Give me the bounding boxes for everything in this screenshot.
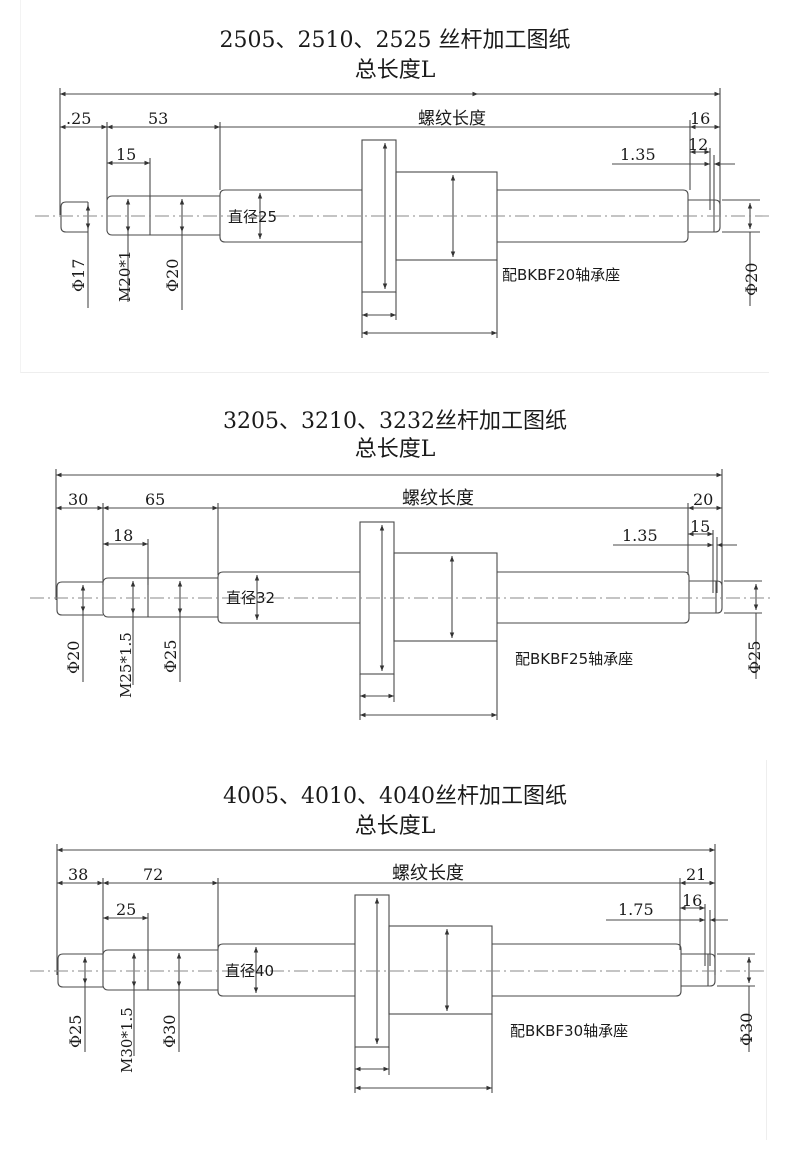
dim-groove: 1.35: [620, 145, 656, 164]
dim-journal-length: 53: [148, 109, 168, 128]
total-length-label: 总长度L: [354, 814, 436, 839]
bearing-note: 配BKBF30轴承座: [510, 1022, 628, 1040]
bearing-note: 配BKBF20轴承座: [502, 266, 620, 284]
dia-right-end: Φ30: [737, 1013, 756, 1046]
drawing-4005-4010-4040: 4005、4010、4040丝杆加工图纸 总长度L: [0, 760, 790, 1168]
ball-screw-drawing: .25 53 15 螺纹长度 16 12 1.35 直径25 配BKBF20轴承…: [35, 88, 770, 338]
drawing-frame: [766, 760, 767, 1140]
total-length-label: 总长度L: [354, 58, 436, 83]
dia-end: Φ25: [66, 1015, 85, 1048]
dim-thread-seg-length: 15: [116, 145, 136, 164]
dim-thread-seg-length: 18: [113, 526, 133, 545]
dia-journal: Φ25: [161, 640, 180, 673]
drawing-3205-3210-3232: 3205、3210、3232丝杆加工图纸 总长度L: [0, 385, 790, 760]
dia-end: Φ20: [64, 641, 83, 674]
thread-length-label: 螺纹长度: [418, 109, 486, 129]
dia-thread: M30*1.5: [118, 1007, 136, 1073]
thread-length-label: 螺纹长度: [392, 863, 464, 884]
dia-thread: M20*1: [116, 251, 134, 303]
dia-right-end: Φ20: [742, 263, 761, 296]
dim-seat-length: 16: [682, 891, 702, 910]
dim-right-end-length: 16: [690, 109, 710, 128]
dia-end: Φ17: [69, 259, 88, 292]
screw-diameter-label: 直径32: [226, 589, 275, 607]
dim-journal-length: 65: [145, 490, 165, 509]
drawing-title: 3205、3210、3232丝杆加工图纸: [223, 409, 567, 434]
dim-groove: 1.75: [618, 900, 654, 919]
dim-groove: 1.35: [622, 526, 658, 545]
ball-screw-drawing: 38 72 25 螺纹长度 21 16 1.75 直径40 配BKBF30轴承座…: [30, 844, 765, 1093]
dim-thread-seg-length: 25: [116, 900, 136, 919]
dim-right-end-length: 21: [686, 865, 706, 884]
drawing-frame: [20, 0, 769, 373]
screw-diameter-label: 直径40: [225, 962, 274, 980]
dia-right-end: Φ25: [745, 641, 764, 674]
total-length-label: 总长度L: [354, 437, 436, 462]
dia-journal: Φ30: [160, 1015, 179, 1048]
drawing-title: 4005、4010、4040丝杆加工图纸: [223, 784, 567, 809]
dim-end-length: 38: [68, 865, 88, 884]
drawing-title: 2505、2510、2525 丝杆加工图纸: [219, 28, 571, 53]
thread-length-label: 螺纹长度: [402, 488, 474, 509]
dim-seat-length: 12: [688, 135, 708, 154]
screw-diameter-label: 直径25: [228, 208, 277, 226]
dim-journal-length: 72: [143, 865, 163, 884]
dim-seat-length: 15: [690, 517, 710, 536]
ball-screw-drawing: 30 65 18 螺纹长度 20 15 1.35 直径32 配BKBF25轴承座…: [30, 469, 770, 720]
dia-thread: M25*1.5: [117, 632, 135, 698]
bearing-note: 配BKBF25轴承座: [515, 650, 633, 668]
dia-journal: Φ20: [163, 259, 182, 292]
dim-end-length: .25: [66, 109, 91, 128]
dim-right-end-length: 20: [693, 490, 713, 509]
drawing-2505-2510-2525: 2505、2510、2525 丝杆加工图纸 总长度L: [0, 0, 790, 380]
dim-end-length: 30: [68, 490, 88, 509]
